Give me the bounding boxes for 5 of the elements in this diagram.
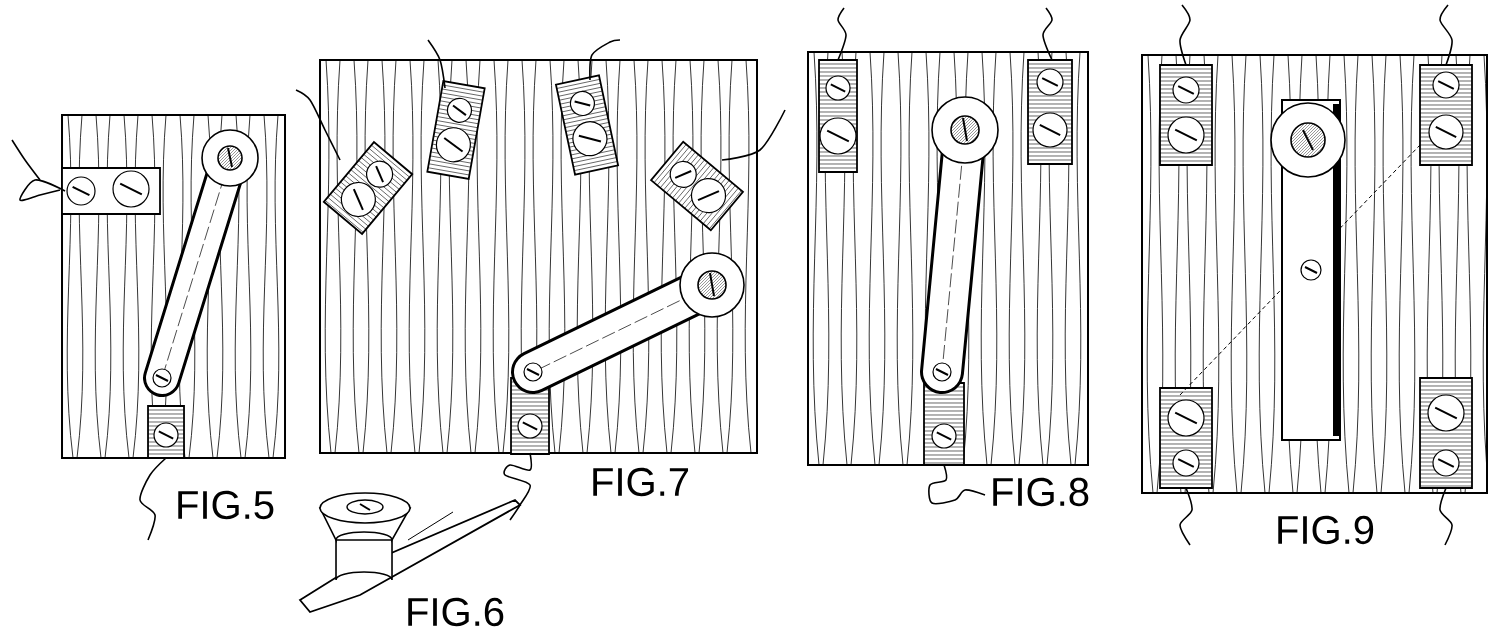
figure-label: FIG.7 <box>593 467 689 497</box>
figure-label: FIG.9 <box>1278 515 1374 545</box>
figure-label: FIG.6 <box>408 597 504 627</box>
figure-label: FIG.5 <box>178 490 274 520</box>
figure-label: FIG.8 <box>993 477 1089 507</box>
